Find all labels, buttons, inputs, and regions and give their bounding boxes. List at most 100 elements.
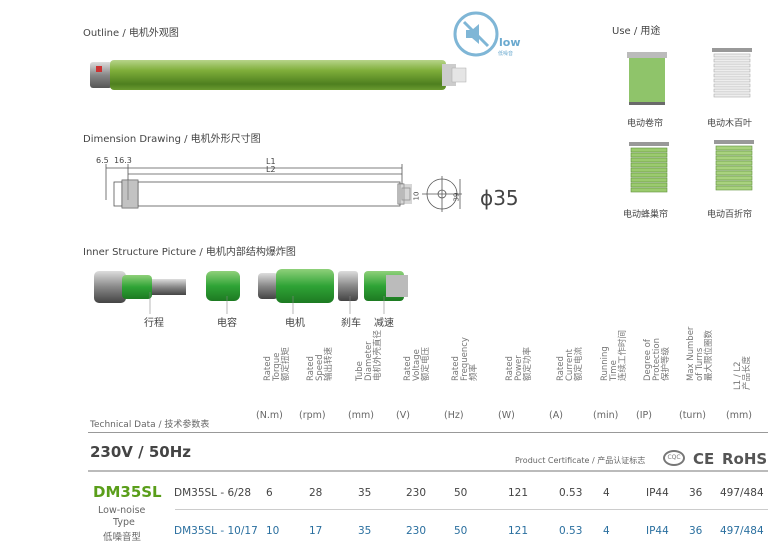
- part-label-3: 电机: [285, 318, 305, 329]
- table-cell: 4: [603, 525, 610, 537]
- column-header-text: Max Number of Turns 最大限位圈数: [686, 326, 714, 381]
- cqc-icon: CQC: [663, 450, 685, 466]
- header-divider: [88, 432, 768, 433]
- rohs-mark: RoHS: [722, 450, 768, 468]
- series-desc-2: Type: [113, 517, 135, 528]
- table-cell: 35: [358, 525, 372, 537]
- column-header: Rated Current 额定电流: [556, 336, 585, 408]
- outline-title: Outline / 电机外观图: [83, 28, 179, 39]
- table-cell: 230: [406, 487, 427, 499]
- inner-structure-image: [94, 269, 408, 303]
- ce-mark: CE: [693, 450, 715, 468]
- table-cell: 36: [689, 487, 703, 499]
- part-label-2: 电容: [217, 318, 237, 329]
- table-cell: 6: [266, 487, 273, 499]
- diameter-label: ϕ35: [480, 186, 519, 210]
- column-header: Degree of Protection 保护等级: [643, 336, 672, 408]
- column-unit: (rpm): [299, 410, 326, 421]
- low-noise-logo: low 低噪音: [452, 10, 532, 58]
- column-header: Rated Speed 输出转速: [306, 336, 335, 408]
- column-header-text: Rated Frequency 频率: [451, 337, 479, 381]
- column-unit: (Hz): [444, 410, 464, 421]
- table-cell: 28: [309, 487, 323, 499]
- column-unit: (mm): [348, 410, 374, 421]
- dim-label-39: 39: [452, 192, 461, 202]
- table-cell: 4: [603, 487, 610, 499]
- use-title: Use / 用途: [612, 26, 661, 37]
- table-cell: 50: [454, 525, 468, 537]
- use-label-3: 电动蜂巢帘: [623, 210, 669, 220]
- logo-subtext: 低噪音: [498, 51, 514, 57]
- table-cell: 10: [266, 525, 280, 537]
- use-label-1: 电动卷帘: [627, 119, 664, 129]
- column-header-text: Rated Voltage 额定电压: [403, 346, 431, 381]
- inner-title: Inner Structure Picture / 电机内部结构爆炸图: [83, 247, 296, 258]
- column-header: Rated Frequency 频率: [451, 336, 480, 408]
- dim-label-10: 10: [412, 191, 421, 201]
- table-cell: 36: [689, 525, 703, 537]
- column-unit: (V): [396, 410, 410, 421]
- column-header-text: Rated Current 额定电流: [556, 346, 584, 381]
- table-cell: 0.53: [559, 525, 583, 537]
- column-header-text: L1 / L2 产品长度: [733, 355, 752, 390]
- column-header-text: Tube Diameter 电机外壳直径: [355, 329, 383, 381]
- column-header: Tube Diameter 电机外壳直径: [355, 330, 384, 408]
- table-cell: IP44: [646, 525, 669, 537]
- certificate-label: Product Certificate / 产品认证标志: [515, 456, 646, 465]
- column-unit: (turn): [679, 410, 706, 421]
- roller-blind-image: [627, 52, 667, 105]
- table-cell: 50: [454, 487, 468, 499]
- column-header-text: Rated Power 额定功率: [505, 346, 533, 381]
- table-cell: 0.53: [559, 487, 583, 499]
- column-header-text: Degree of Protection 保护等级: [643, 337, 671, 381]
- speaker-mute-icon: [453, 11, 499, 57]
- column-header: Rated Torque 额定扭矩: [263, 336, 292, 408]
- table-cell: 230: [406, 525, 427, 537]
- column-unit: (mm): [726, 410, 752, 421]
- voltage-heading: 230V / 50Hz: [90, 443, 192, 461]
- column-unit: (A): [549, 410, 563, 421]
- dim-label-16-3: 16.3: [114, 156, 132, 165]
- column-header: Running Time 连续工作时间: [600, 330, 629, 408]
- table-cell: 35: [358, 487, 372, 499]
- column-header-text: Rated Torque 额定扭矩: [263, 346, 291, 381]
- column-unit: (N.m): [256, 410, 283, 421]
- column-header: Rated Voltage 额定电压: [403, 336, 432, 408]
- pleated-blind-image: [714, 140, 754, 191]
- series-desc-1: Low-noise: [98, 505, 146, 516]
- part-leader-lines: [149, 292, 385, 314]
- part-label-1: 行程: [144, 318, 164, 329]
- column-unit: (IP): [636, 410, 652, 421]
- logo-text: low: [499, 36, 521, 49]
- part-label-5: 减速: [374, 318, 394, 329]
- table-cell: 121: [508, 525, 529, 537]
- table-cell: 121: [508, 487, 529, 499]
- dim-label-l2: L2: [266, 165, 276, 174]
- motor-outline-image: [90, 60, 467, 90]
- row-divider: [88, 470, 768, 472]
- dim-label-6-5: 6.5: [96, 156, 109, 165]
- part-label-4: 刹车: [341, 318, 361, 329]
- table-cell: 497/484: [720, 487, 764, 499]
- series-name: DM35SL: [93, 483, 162, 501]
- table-cell: IP44: [646, 487, 669, 499]
- column-unit: (W): [498, 410, 515, 421]
- column-header: L1 / L2 产品长度: [733, 336, 762, 408]
- honeycomb-blind-image: [629, 142, 669, 193]
- model-cell: DM35SL - 10/17: [174, 525, 258, 537]
- use-label-4: 电动百折帘: [707, 210, 753, 220]
- use-label-2: 电动木百叶: [707, 119, 753, 129]
- row-separator: [175, 509, 768, 510]
- venetian-blind-image: [712, 48, 752, 98]
- dim-label-l1: L1: [266, 157, 276, 166]
- column-header: Max Number of Turns 最大限位圈数: [686, 327, 715, 408]
- dimension-title: Dimension Drawing / 电机外形尺寸图: [83, 134, 261, 145]
- table-cell: 497/484: [720, 525, 764, 537]
- dimension-drawing: [105, 164, 462, 212]
- column-header-text: Running Time 连续工作时间: [600, 329, 628, 381]
- column-header: Rated Power 额定功率: [505, 336, 534, 408]
- table-cell: 17: [309, 525, 323, 537]
- series-desc-3: 低噪音型: [103, 532, 142, 543]
- model-cell: DM35SL - 6/28: [174, 487, 252, 499]
- table-caption: Technical Data / 技术参数表: [90, 420, 210, 430]
